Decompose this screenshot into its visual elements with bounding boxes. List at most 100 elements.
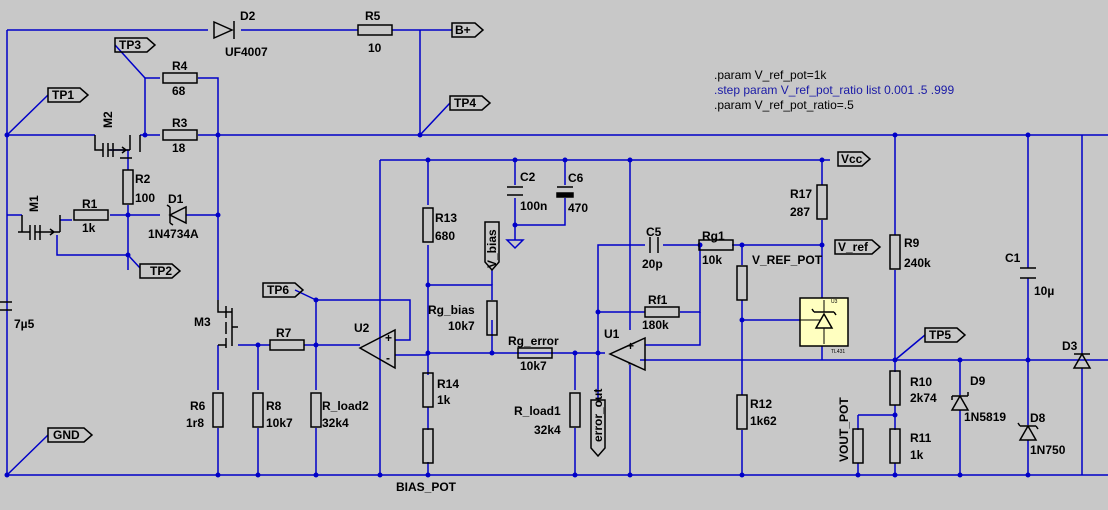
resistor-bias-pot[interactable]: BIAS_POT bbox=[396, 428, 457, 494]
r8-ref: R8 bbox=[266, 399, 282, 413]
d8-ref: D8 bbox=[1030, 411, 1046, 425]
d8-value: 1N750 bbox=[1030, 443, 1066, 457]
resistor-v-ref-pot[interactable]: V_REF_POT bbox=[736, 253, 823, 301]
resistor-r-load1[interactable]: R_load1 32k4 bbox=[514, 392, 581, 437]
r6-ref: R6 bbox=[190, 399, 206, 413]
c6-ref: C6 bbox=[568, 171, 584, 185]
resistor-r11[interactable]: R11 1k bbox=[889, 428, 932, 464]
rg1-ref: Rg1 bbox=[702, 229, 725, 243]
d9-value: 1N5819 bbox=[964, 410, 1006, 424]
resistor-r12[interactable]: R12 1k62 bbox=[736, 394, 777, 430]
directive-param-ratio: .param V_ref_pot_ratio=.5 bbox=[714, 98, 854, 112]
d9-ref: D9 bbox=[970, 374, 986, 388]
d2-value: UF4007 bbox=[225, 45, 268, 59]
r11-ref: R11 bbox=[910, 431, 932, 445]
net-label-tp1: TP1 bbox=[47, 87, 90, 103]
r1-ref: R1 bbox=[82, 197, 98, 211]
resistor-r6[interactable]: R6 1r8 bbox=[186, 392, 224, 430]
m2-ref: M2 bbox=[101, 111, 115, 128]
capacitor-c1[interactable]: C1 10µ bbox=[1005, 251, 1054, 298]
resistor-r-load2[interactable]: R_load2 32k4 bbox=[310, 392, 369, 430]
capacitor-c2[interactable]: C2 100n bbox=[507, 170, 547, 213]
c1-ref: C1 bbox=[1005, 251, 1021, 265]
schottky-d9[interactable]: D9 1N5819 bbox=[950, 374, 1006, 424]
spice-directives: .param V_ref_pot=1k .step param V_ref_po… bbox=[714, 68, 954, 112]
resistor-r4[interactable]: R4 68 bbox=[162, 59, 198, 98]
resistor-r13[interactable]: R13 680 bbox=[422, 207, 457, 243]
r17-value: 287 bbox=[790, 205, 810, 219]
resistor-r3[interactable]: R3 18 bbox=[162, 116, 198, 155]
r7-ref: R7 bbox=[276, 326, 292, 340]
resistor-r17[interactable]: R17 287 bbox=[790, 184, 828, 220]
junctions bbox=[4, 132, 1031, 478]
resistor-r9[interactable]: R9 240k bbox=[889, 234, 931, 270]
svg-text:TP4: TP4 bbox=[454, 96, 476, 110]
svg-text:B+: B+ bbox=[455, 23, 471, 37]
svg-text:TP2: TP2 bbox=[150, 264, 172, 278]
mosfet-m2[interactable]: M2 bbox=[94, 111, 141, 159]
r14-ref: R14 bbox=[437, 377, 459, 391]
zener-d8[interactable]: D8 1N750 bbox=[1017, 411, 1066, 457]
resistor-r1[interactable]: R1 1k bbox=[73, 197, 109, 235]
resistor-rf1[interactable]: Rf1 180k bbox=[642, 293, 680, 332]
opamp-u1[interactable]: U1 + - bbox=[604, 327, 646, 372]
c6-value: 470 bbox=[568, 201, 588, 215]
c5-value: 20p bbox=[642, 257, 663, 271]
r9-ref: R9 bbox=[904, 236, 920, 250]
r10-value: 2k74 bbox=[910, 391, 937, 405]
capacitor-c5[interactable]: C5 20p bbox=[642, 225, 663, 271]
r-load2-ref: R_load2 bbox=[322, 399, 369, 413]
r3-ref: R3 bbox=[172, 116, 188, 130]
capacitor-c6[interactable]: C6 470 bbox=[556, 171, 588, 215]
r5-value: 10 bbox=[368, 41, 382, 55]
d2-ref: D2 bbox=[240, 9, 256, 23]
resistor-vout-pot[interactable]: VOUT_POT bbox=[837, 397, 864, 464]
c5-ref: C5 bbox=[646, 225, 662, 239]
r4-value: 68 bbox=[172, 84, 186, 98]
opamp-u2[interactable]: U2 + - bbox=[354, 321, 396, 370]
capacitor-c-left[interactable]: 7µ5 bbox=[0, 301, 35, 331]
r14-value: 1k bbox=[437, 393, 451, 407]
svg-text:V_bias: V_bias bbox=[485, 229, 499, 268]
r8-value: 10k7 bbox=[266, 416, 293, 430]
rf1-value: 180k bbox=[642, 318, 669, 332]
net-label-tp2: TP2 bbox=[139, 263, 182, 279]
svg-text:error_out: error_out bbox=[591, 389, 605, 442]
diode-d2[interactable]: D2 UF4007 bbox=[213, 9, 268, 59]
zener-d1[interactable]: D1 1N4734A bbox=[148, 192, 199, 241]
resistor-rg-error[interactable]: Rg_error 10k7 bbox=[508, 334, 559, 373]
net-label-gnd: GND bbox=[47, 427, 94, 443]
net-label-bplus: B+ bbox=[451, 22, 485, 38]
ic-u3-tl431[interactable]: U3 TL431 bbox=[799, 297, 849, 355]
svg-text:GND: GND bbox=[53, 428, 80, 442]
mosfet-m1[interactable]: M1 bbox=[18, 195, 61, 240]
c2-ref: C2 bbox=[520, 170, 536, 184]
net-label-v-ref: V_ref bbox=[834, 239, 882, 255]
r11-value: 1k bbox=[910, 448, 924, 462]
resistor-rg1[interactable]: Rg1 10k bbox=[698, 229, 734, 267]
r12-ref: R12 bbox=[750, 397, 772, 411]
resistor-r8[interactable]: R8 10k7 bbox=[252, 392, 293, 430]
resistor-r2[interactable]: R2 100 bbox=[122, 169, 155, 205]
resistor-r7[interactable]: R7 bbox=[269, 326, 305, 351]
r9-value: 240k bbox=[904, 256, 931, 270]
r12-value: 1k62 bbox=[750, 414, 777, 428]
net-label-tp4: TP4 bbox=[449, 95, 492, 111]
u2-plus: + bbox=[385, 331, 392, 345]
u1-minus: - bbox=[628, 356, 632, 370]
mosfet-m3[interactable]: M3 bbox=[194, 300, 238, 348]
v-ref-pot-ref: V_REF_POT bbox=[752, 253, 823, 267]
u2-minus: - bbox=[386, 351, 390, 365]
resistor-r5[interactable]: R5 10 bbox=[357, 9, 393, 55]
c1-value: 10µ bbox=[1034, 284, 1054, 298]
r6-value: 1r8 bbox=[186, 416, 204, 430]
resistor-r14[interactable]: R14 1k bbox=[422, 372, 459, 408]
resistor-rg-bias[interactable]: Rg_bias 10k7 bbox=[428, 300, 498, 336]
d1-ref: D1 bbox=[168, 192, 184, 206]
m1-ref: M1 bbox=[27, 195, 41, 212]
resistor-r10[interactable]: R10 2k74 bbox=[889, 370, 937, 406]
c-left-value: 7µ5 bbox=[14, 317, 35, 331]
r4-ref: R4 bbox=[172, 59, 188, 73]
diode-d3[interactable]: D3 bbox=[1062, 339, 1092, 369]
directive-param-vref-pot: .param V_ref_pot=1k bbox=[714, 68, 827, 82]
